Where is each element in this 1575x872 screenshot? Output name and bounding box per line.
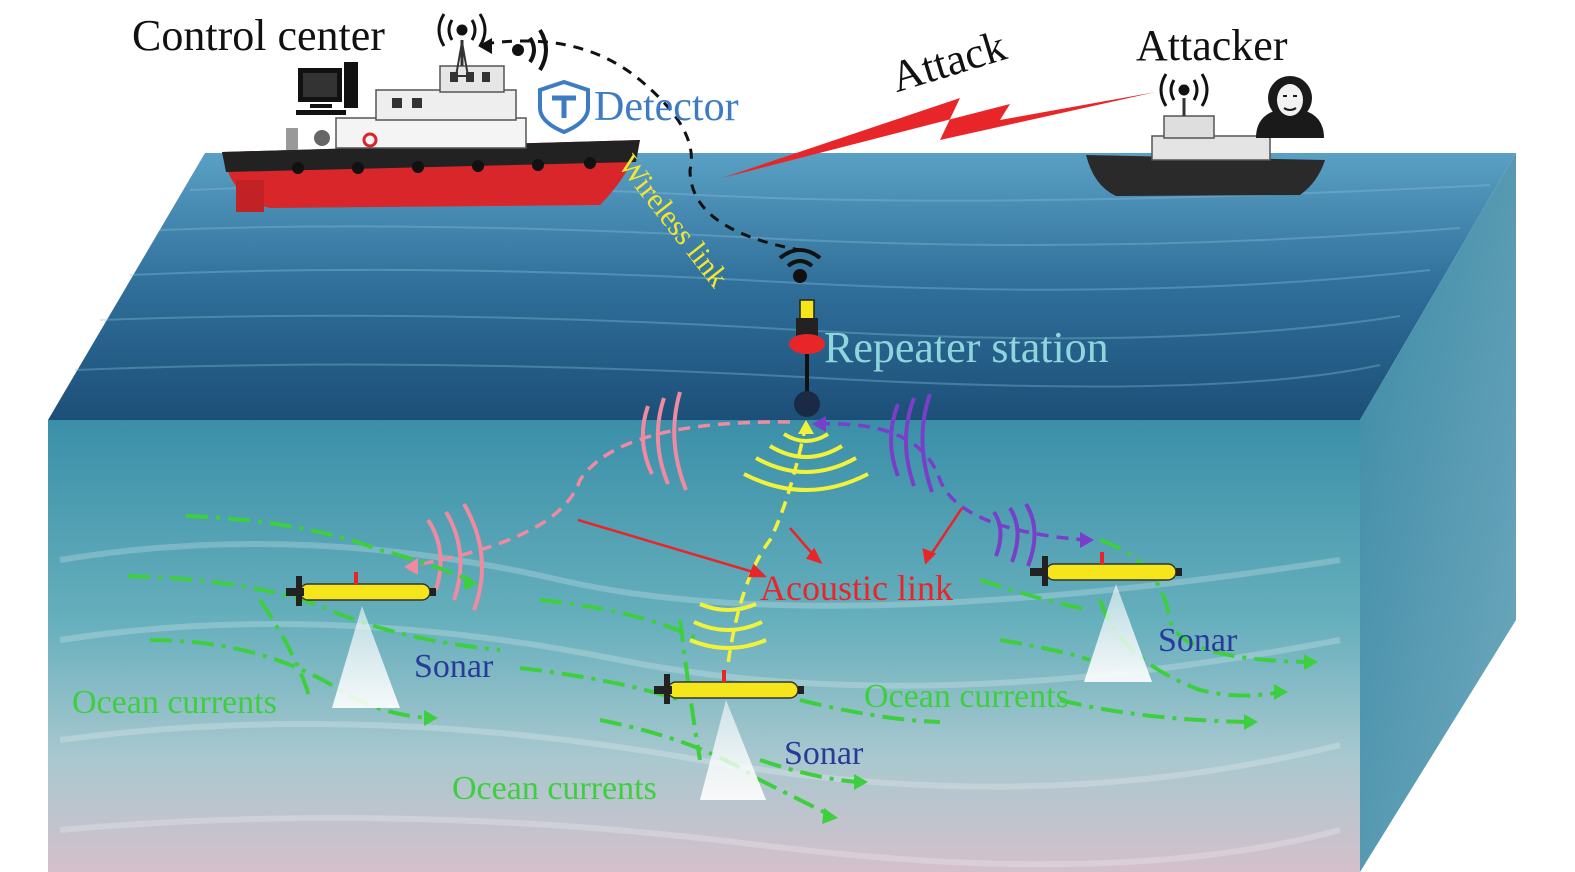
acoustic-link-purple — [812, 393, 1094, 567]
auv-2 — [654, 670, 804, 704]
sonar-label-3: Sonar — [1158, 622, 1238, 659]
ocean-current-arrows — [127, 514, 1311, 817]
wireless-link-line — [478, 28, 822, 283]
attack-bolt — [722, 92, 1156, 178]
auv-3 — [1030, 552, 1182, 586]
computer-icon — [296, 62, 358, 115]
repeater-buoy — [789, 299, 825, 417]
buoy-signal-icon — [778, 248, 822, 283]
sonar-label-2: Sonar — [784, 735, 864, 772]
ocean-currents-label-1: Ocean currents — [72, 684, 277, 721]
life-ring-icon — [362, 132, 378, 148]
repeater-station-label: Repeater station — [824, 323, 1109, 372]
ocean-currents-label-2: Ocean currents — [452, 770, 657, 807]
acoustic-link-pink — [404, 391, 791, 611]
sonar-cone-1 — [332, 606, 400, 708]
sonar-cone-2 — [700, 700, 766, 800]
detector-shield-icon — [538, 79, 590, 135]
ocean-surface — [48, 153, 1516, 420]
hacker-icon — [1256, 76, 1324, 138]
control-center-ship — [222, 13, 640, 212]
sonar-cones — [332, 584, 1152, 800]
auv-1 — [286, 572, 436, 606]
acoustic-label-arrows — [577, 507, 964, 578]
control-antenna-signal-icon — [437, 13, 487, 47]
attacker-antenna-signal-icon — [1159, 73, 1209, 107]
control-center-label: Control center — [132, 11, 385, 60]
acoustic-link-yellow — [689, 420, 869, 665]
acoustic-link-label: Acoustic link — [760, 568, 953, 608]
ocean-currents-label-3: Ocean currents — [864, 678, 1069, 715]
sonar-label-1: Sonar — [414, 648, 494, 685]
ship-portholes — [292, 157, 596, 174]
sonar-cone-3 — [1084, 584, 1152, 682]
wireless-signal-icon — [528, 28, 548, 72]
attacker-ship — [1086, 73, 1325, 196]
attacker-label: Attacker — [1136, 21, 1288, 70]
ocean-current-arrowheads — [424, 574, 1318, 824]
attacker-hull — [1086, 155, 1325, 196]
detector-label: Detector — [594, 84, 739, 130]
ocean-side-face — [1360, 153, 1516, 872]
